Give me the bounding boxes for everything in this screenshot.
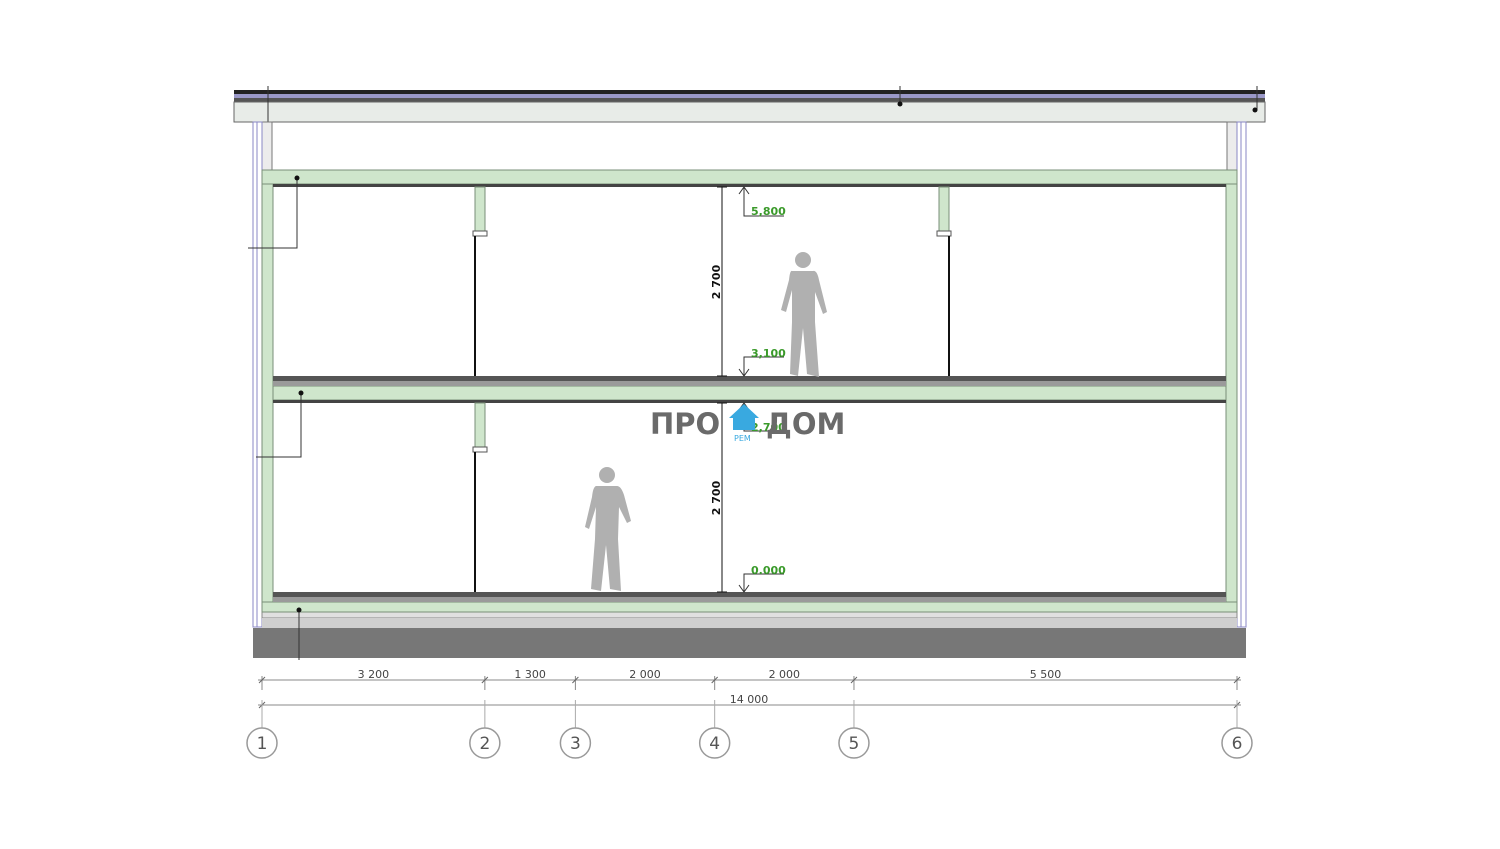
level-mid: 2,700 <box>751 421 786 434</box>
axis-bubble <box>559 727 592 759</box>
foundation <box>253 611 1246 658</box>
dimension-tick-mark <box>258 676 266 684</box>
axis-label: 6 <box>1232 734 1243 754</box>
lower-height-label: 2 700 <box>710 480 723 515</box>
dimension-tick-mark <box>572 676 579 684</box>
grid-axes: 1 2 3 4 5 6 <box>246 700 1253 759</box>
watermark-logo: ПРО РЕМ ДОМ <box>650 404 845 443</box>
house-icon <box>729 404 759 430</box>
dimension-chain: 14 000 3 200 1 300 2 000 2 000 5 500 <box>258 668 1241 709</box>
axis-label: 5 <box>849 734 860 754</box>
height-dimensions: 2 700 2 700 <box>710 186 727 593</box>
wall-frame <box>261 183 1238 603</box>
axis-bubble <box>246 727 278 759</box>
roof <box>233 86 1266 150</box>
logo-text-sub: РЕМ <box>734 434 751 443</box>
partitions <box>472 186 952 592</box>
attic-walls <box>261 121 1238 171</box>
segment-dimension-label: 1 300 <box>514 668 546 681</box>
segment-dimension-label: 5 500 <box>1030 668 1062 681</box>
dimension-tick-mark <box>711 676 719 684</box>
leader-callouts <box>248 175 304 660</box>
person-figure-upper <box>781 252 827 377</box>
wall-insulation <box>252 121 1247 628</box>
person-figure-lower <box>585 467 631 591</box>
axis-bubble <box>1221 727 1253 759</box>
axis-label: 4 <box>709 734 720 754</box>
axis-bubble <box>469 727 501 759</box>
total-dimension-label: 14 000 <box>730 693 769 706</box>
level-top: 5,800 <box>751 205 786 218</box>
dimension-tick-mark <box>850 676 858 684</box>
level-markers: 5,800 3,100 2,700 0.000 <box>738 186 786 593</box>
axis-bubble <box>838 727 870 759</box>
segment-dimension-label: 3 200 <box>358 668 390 681</box>
axis-label: 3 <box>570 734 581 754</box>
dimension-tick-mark <box>1233 676 1241 684</box>
segment-dimension-label: 2 000 <box>769 668 801 681</box>
logo-text-right: ДОМ <box>766 407 845 441</box>
logo-text-left: ПРО <box>650 407 720 441</box>
axis-bubble <box>698 727 731 759</box>
level-second-floor: 3,100 <box>751 347 786 360</box>
axis-label: 2 <box>479 734 490 754</box>
upper-height-label: 2 700 <box>710 264 723 299</box>
level-ground: 0.000 <box>751 564 786 577</box>
segment-dimension-label: 2 000 <box>629 668 661 681</box>
dimension-tick-mark <box>481 676 489 684</box>
axis-label: 1 <box>257 734 268 754</box>
floor-finishes <box>273 184 1226 602</box>
floor-slabs <box>261 169 1238 613</box>
